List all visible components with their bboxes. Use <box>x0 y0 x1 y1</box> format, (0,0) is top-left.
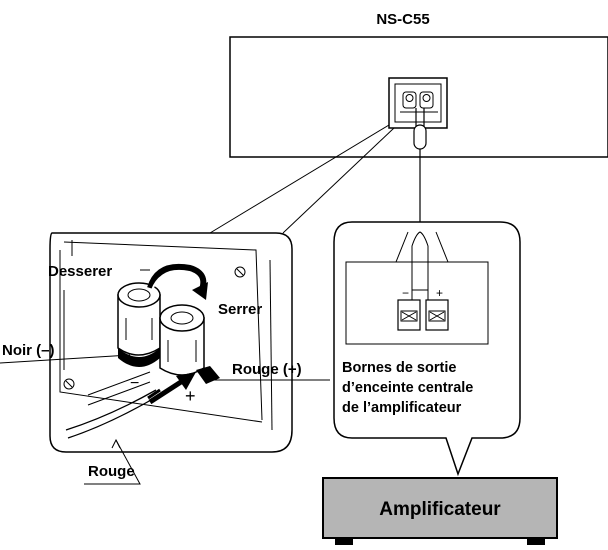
amp-minus-mark: − <box>402 286 409 300</box>
closeup-minus-mark: − <box>130 375 139 392</box>
red-wire-label: Rouge <box>88 463 135 480</box>
amp-caption-line-2: d’enceinte centrale <box>342 380 473 396</box>
amp-plus-mark: + <box>436 286 443 300</box>
closeup-view: − + <box>49 232 293 453</box>
cable-plug <box>413 124 427 150</box>
tighten-label: Serrer <box>218 301 262 318</box>
red-plus-label: Rouge (+) <box>232 361 302 378</box>
black-leader <box>0 354 131 364</box>
amplifier-label: Amplificateur <box>379 499 501 520</box>
callout-line-right <box>282 127 395 234</box>
black-minus-label: Noir (–) <box>2 342 55 359</box>
amp-terminal-bubble: − + <box>333 221 521 477</box>
speaker-terminal-plate <box>388 77 448 129</box>
amp-caption-line-3: de l’amplificateur <box>342 400 462 416</box>
red-wire-leader <box>84 439 141 485</box>
amp-caption-line-1: Bornes de sortie <box>342 360 456 376</box>
closeup-plus-mark: + <box>185 386 196 406</box>
callout-line-left <box>209 124 390 234</box>
loosen-label: Desserer <box>48 263 112 280</box>
amplifier-unit: Amplificateur <box>322 477 558 545</box>
speaker-model-label: NS-C55 <box>376 11 429 28</box>
